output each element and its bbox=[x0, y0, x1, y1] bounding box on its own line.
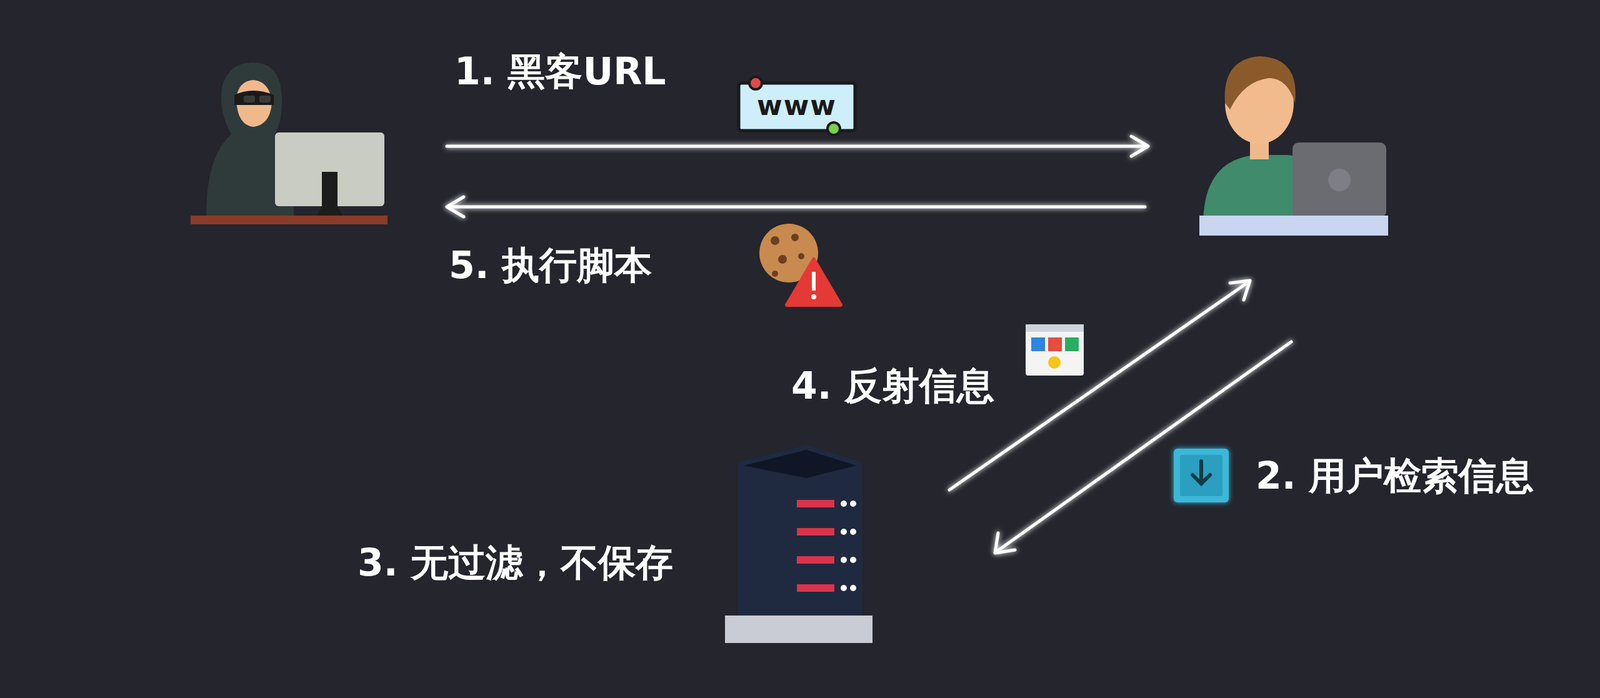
url-text: www bbox=[743, 89, 850, 123]
arrow-head bbox=[995, 533, 1015, 554]
arrow-line bbox=[448, 205, 1145, 209]
server-icon bbox=[725, 445, 873, 644]
arrow-line bbox=[446, 145, 1147, 149]
arrow-head bbox=[1131, 136, 1149, 157]
arrow-head bbox=[1230, 280, 1250, 300]
step-label: 4. 反射信息 bbox=[791, 363, 995, 409]
step-label: 1. 黑客URL bbox=[454, 48, 667, 94]
browser-icon bbox=[1025, 324, 1084, 376]
url-icon bbox=[738, 76, 855, 135]
user-figure bbox=[1199, 56, 1389, 236]
arrow-head bbox=[446, 196, 464, 217]
step-label: 2. 用户检索信息 bbox=[1255, 453, 1534, 499]
flow-arrows bbox=[446, 136, 1292, 554]
step-label: 3. 无过滤，不保存 bbox=[357, 540, 674, 585]
search-icon bbox=[1173, 448, 1229, 503]
cookie-warning-icon bbox=[759, 223, 841, 305]
step-label: 5. 执行脚本 bbox=[448, 242, 652, 288]
hacker-figure bbox=[190, 62, 388, 225]
